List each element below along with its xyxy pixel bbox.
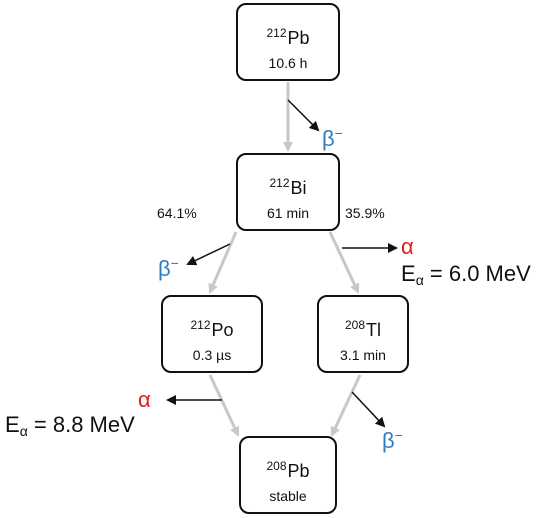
nuclide-box-po212: 212Po 0.3 µs — [161, 295, 263, 373]
half-life-bi212: 61 min — [266, 205, 310, 221]
half-life-tl208: 3.1 min — [340, 347, 386, 363]
element-symbol: Tl — [366, 320, 382, 340]
beta-minus-label-pb212: β− — [322, 125, 343, 151]
element-symbol: Bi — [290, 178, 307, 198]
alpha-label-bi212: α — [401, 234, 414, 259]
mass-number: 212 — [266, 26, 287, 40]
arrow-tl208-to-pb208 — [330, 374, 362, 437]
emission-arrow-pb212-beta — [287, 99, 320, 132]
alpha-energy-po212: Eα = 8.8 MeV — [5, 412, 135, 439]
arrow-bi212-to-tl208 — [328, 231, 360, 294]
mass-number: 212 — [269, 176, 290, 190]
element-symbol: Po — [211, 320, 234, 340]
emission-arrow-tl208-beta — [351, 391, 386, 428]
arrow-bi212-to-po212 — [208, 231, 238, 294]
emission-arrow-bi212-beta — [186, 243, 231, 266]
nuclide-label-po212: 212Po — [163, 315, 261, 340]
branch-ratio-left: 64.1% — [157, 205, 197, 221]
half-life-pb208: stable — [269, 488, 307, 504]
nuclide-box-pb212: 212Pb 10.6 h — [236, 3, 340, 81]
nuclide-label-bi212: 212Bi — [238, 173, 338, 198]
beta-minus-label-tl208: β− — [382, 427, 403, 453]
half-life-po212: 0.3 µs — [192, 347, 232, 363]
mass-number: 208 — [266, 459, 287, 473]
mass-number: 208 — [344, 318, 366, 332]
branch-ratio-right: 35.9% — [345, 205, 385, 221]
half-life-pb212: 10.6 h — [268, 55, 308, 71]
nuclide-label-pb212: 212Pb — [238, 23, 338, 48]
nuclide-box-bi212: 212Bi 61 min — [236, 153, 340, 231]
nuclide-label-tl208: 208Tl — [319, 315, 407, 340]
nuclide-box-tl208: 208Tl 3.1 min — [317, 295, 409, 373]
element-symbol: Pb — [287, 461, 310, 481]
nuclide-box-pb208: 208Pb stable — [239, 436, 337, 514]
mass-number: 212 — [190, 318, 211, 332]
element-symbol: Pb — [287, 28, 310, 48]
alpha-energy-bi212: Eα = 6.0 MeV — [401, 261, 531, 288]
beta-minus-label-bi212: β− — [158, 255, 179, 281]
nuclide-label-pb208: 208Pb — [241, 456, 335, 481]
arrow-po212-to-pb208 — [208, 374, 240, 437]
alpha-label-po212: α — [138, 387, 151, 412]
